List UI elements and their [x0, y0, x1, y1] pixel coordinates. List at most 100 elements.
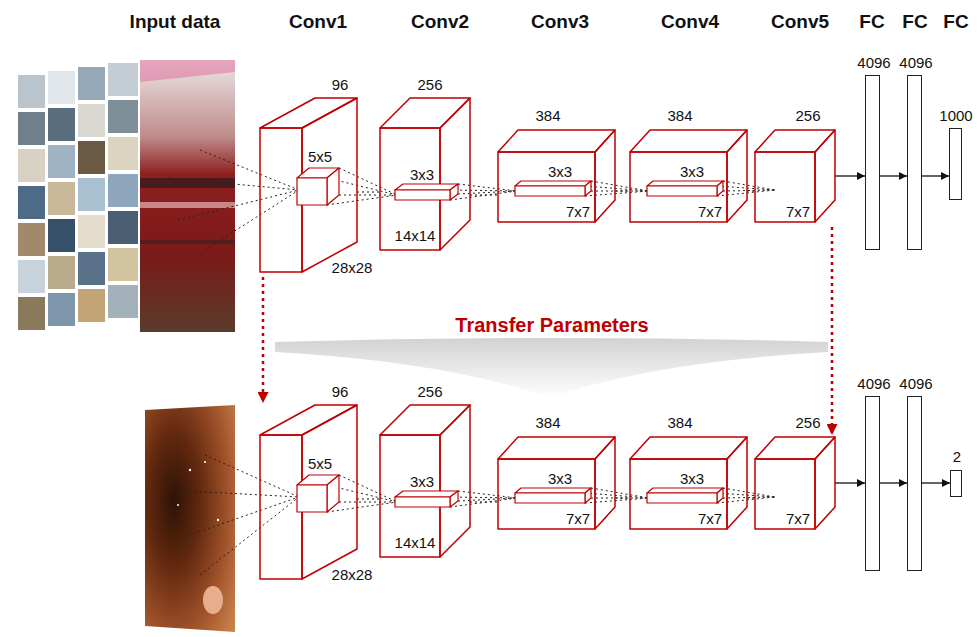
text-holder: FC: [859, 12, 884, 32]
kernel-face: [585, 181, 591, 196]
receptive-field-lines: [205, 455, 299, 497]
column-heading: Conv3: [531, 11, 589, 32]
column-heading: FC: [902, 11, 927, 32]
conv-layer: 2563x314x14: [380, 98, 470, 250]
photo-collage: [78, 104, 105, 137]
layer-size: 3x3: [548, 470, 572, 487]
feature-map-face: [260, 405, 357, 435]
layer-size: 2: [953, 448, 961, 465]
kernel-face: [647, 488, 723, 493]
fc-layer: 4096: [907, 75, 922, 250]
layer-size: 3x3: [410, 473, 434, 490]
train-photo: [140, 178, 235, 188]
photo-collage: [18, 63, 138, 330]
transfer-caption: Transfer Parameters: [455, 314, 648, 336]
layer-size: 96: [332, 76, 349, 93]
photo-collage: [48, 71, 75, 104]
layer-size: 14x14: [395, 227, 436, 244]
photo-collage: [48, 293, 75, 326]
train-photo: [140, 60, 235, 82]
photo-collage: [18, 223, 45, 256]
feature-map-face: [498, 459, 595, 529]
transfer-arrow: [831, 227, 834, 435]
layer-size: 4096: [899, 54, 932, 71]
text-holder: 2: [953, 449, 961, 466]
text-holder: Conv2: [411, 12, 469, 32]
receptive-field-lines: [723, 190, 775, 191]
kernel-face: [297, 178, 327, 205]
kernel-face: [450, 491, 458, 507]
train-photo: [140, 240, 235, 244]
photo-collage: [108, 137, 138, 170]
receptive-field-lines: [458, 491, 517, 498]
text-holder: 28x28: [332, 567, 373, 584]
layer-arrow: [922, 175, 949, 176]
layer-size: 256: [795, 107, 820, 124]
receptive-field-lines: [723, 181, 775, 190]
kernel: [297, 168, 339, 205]
text-holder: 4096: [899, 376, 932, 393]
kernel: [395, 184, 458, 200]
feature-map: [755, 130, 835, 222]
feature-map: [498, 437, 615, 529]
feature-map: [260, 98, 357, 272]
conv-layer: 3843x37x7: [630, 437, 747, 529]
text-holder: 96: [332, 77, 349, 94]
fc-layer: 2: [950, 470, 962, 497]
text-holder: Transfer Parameters: [455, 315, 648, 336]
endoscopy-photo: [177, 504, 179, 506]
layer-size: 384: [535, 414, 560, 431]
layer-size: 7x7: [566, 510, 590, 527]
kernel-face: [647, 181, 723, 186]
photo-collage: [108, 211, 138, 244]
receptive-field-lines: [717, 186, 775, 190]
feature-map: [630, 437, 747, 529]
photo-collage: [108, 174, 138, 207]
feature-map-face: [755, 437, 835, 459]
receptive-field-lines: [450, 498, 517, 507]
layer-size: 3x3: [410, 166, 434, 183]
text-holder: Conv5: [771, 12, 829, 32]
feature-map-face: [595, 130, 615, 222]
receptive-field-lines: [717, 190, 775, 196]
receptive-field-lines: [717, 497, 775, 503]
receptive-field-lines: [450, 190, 517, 191]
text-holder: Input data: [130, 12, 221, 32]
column-heading: Conv2: [411, 11, 469, 32]
feature-map: [380, 405, 470, 557]
receptive-field-lines: [450, 497, 517, 498]
photo-collage: [48, 219, 75, 252]
layer-size: 96: [332, 383, 349, 400]
text-holder: 256: [417, 77, 442, 94]
kernel-face: [515, 488, 591, 493]
layer-size: 7x7: [786, 510, 810, 527]
layer-size: 384: [667, 414, 692, 431]
photo-collage: [78, 178, 105, 211]
column-heading: Conv1: [289, 11, 347, 32]
layer-size: 256: [795, 414, 820, 431]
transfer-arrow: [262, 277, 265, 403]
layer-size: 7x7: [698, 510, 722, 527]
photo-collage: [108, 285, 138, 318]
feature-map-face: [440, 98, 470, 250]
receptive-field-lines: [591, 498, 649, 499]
text-holder: 7x7: [566, 204, 590, 221]
layer-size: 256: [417, 76, 442, 93]
receptive-field-lines: [339, 168, 397, 195]
dotted-connector: [357, 192, 380, 193]
text-holder: 3x3: [680, 471, 704, 488]
receptive-field-lines: [717, 493, 775, 497]
feature-map-face: [727, 437, 747, 529]
kernel: [647, 181, 723, 196]
kernel-face: [515, 186, 585, 196]
feature-map: [755, 437, 835, 529]
train-photo: [140, 60, 235, 332]
receptive-field-lines: [723, 497, 775, 498]
text-holder: FC: [902, 12, 927, 32]
text-holder: 3x3: [548, 164, 572, 181]
photo-collage: [48, 182, 75, 215]
kernel-face: [327, 168, 339, 205]
receptive-field-lines: [458, 498, 517, 501]
layer-arrow: [835, 482, 865, 483]
